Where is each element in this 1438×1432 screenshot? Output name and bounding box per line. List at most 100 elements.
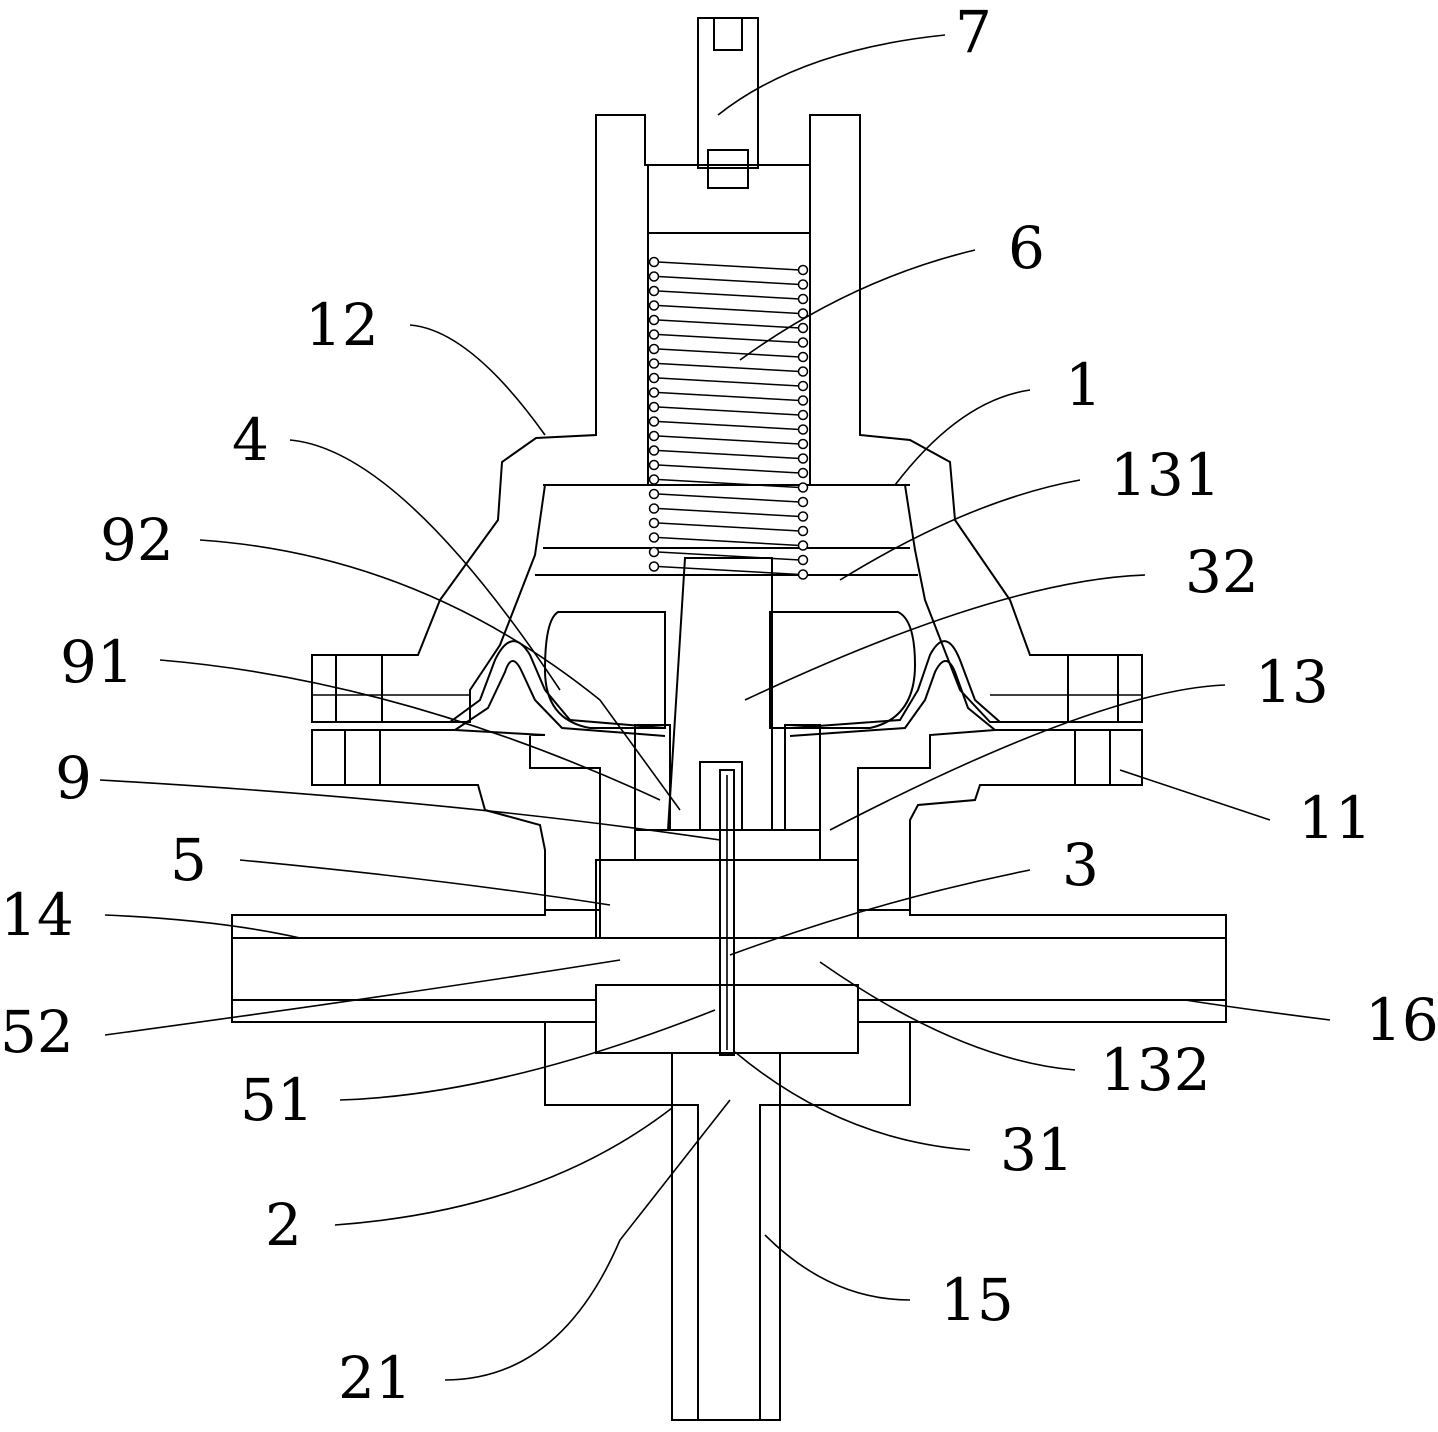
label-11: 11 [1298, 784, 1372, 852]
adjusting-plug [647, 164, 811, 234]
spring-coil-end [797, 496, 809, 508]
label-7: 7 [955, 0, 992, 66]
leader-lines [99, 34, 1331, 1381]
label-91: 91 [60, 628, 134, 696]
spring-coil-end [648, 329, 660, 340]
spring-coil-end [648, 387, 660, 398]
spring-coil-end [797, 264, 809, 276]
spring-coil-end [797, 424, 809, 435]
label-6: 6 [1008, 214, 1045, 282]
spring-coil-end [797, 366, 809, 377]
spring-coil [657, 261, 801, 271]
upper-housing-right-wall [809, 114, 1143, 723]
spring-coil [657, 304, 801, 315]
spring-coil-end [648, 416, 660, 427]
label-131: 131 [1110, 441, 1221, 509]
spring-coil-end [797, 569, 809, 580]
spring-coil-end [797, 525, 809, 537]
spring-coil-end [797, 351, 809, 363]
label-5: 5 [170, 826, 207, 894]
spring-coil-end [648, 474, 660, 485]
spring-coil-end [797, 395, 809, 406]
spring-coil [657, 435, 801, 445]
spring-coil [657, 348, 801, 358]
spring-coil-end [797, 293, 809, 305]
label-4: 4 [232, 406, 269, 474]
spring-coil-end [648, 314, 660, 326]
label-3: 3 [1062, 831, 1099, 899]
spring-coil-end [797, 438, 809, 450]
spring-coil [657, 522, 801, 532]
label-1: 1 [1065, 351, 1102, 419]
spring-coil-end [797, 322, 809, 334]
spring-coil-end [648, 561, 660, 572]
bolt-hole-right-upper [1067, 654, 1119, 723]
label-12: 12 [305, 291, 379, 359]
adjusting-screw [697, 17, 759, 189]
spring-coil [657, 319, 801, 329]
spring-coil-end [797, 308, 809, 319]
spring-coil-end [797, 540, 809, 551]
label-15: 15 [940, 1266, 1014, 1334]
horizontal-pipe [231, 909, 1227, 1023]
spring-coil [657, 333, 801, 344]
spring-coil-end [648, 517, 660, 529]
label-132: 132 [1100, 1036, 1211, 1104]
label-31: 31 [1000, 1116, 1074, 1184]
spring-coil [657, 377, 801, 387]
spring-coil-end [648, 445, 660, 456]
spring-coil [657, 362, 801, 373]
spring-coil-end [797, 409, 809, 421]
spring-coil-end [797, 337, 809, 348]
spring-coil-end [648, 546, 660, 558]
spring-coil-end [648, 358, 660, 369]
spring-coil-end [648, 271, 660, 282]
diaphragm-plate-left [543, 611, 666, 729]
label-16: 16 [1365, 986, 1438, 1054]
spring-coil-end [648, 256, 660, 268]
spring-coil [657, 478, 801, 489]
spring-coil-end [797, 554, 809, 566]
spring-coil-end [797, 482, 809, 493]
spring-coil-end [797, 380, 809, 392]
spring-coil-end [648, 503, 660, 514]
spring-coil-end [648, 459, 660, 471]
needle [719, 769, 735, 1056]
label-9: 9 [55, 744, 92, 812]
spring-coil-end [648, 372, 660, 384]
upper-housing [311, 114, 1143, 723]
spring-coil [657, 449, 801, 460]
diaphragm [312, 640, 1142, 737]
label-92: 92 [100, 506, 174, 574]
spring-coil-end [797, 453, 809, 464]
spring-coil-end [648, 285, 660, 297]
label-21: 21 [338, 1344, 412, 1412]
spring-coil-end [648, 488, 660, 500]
spring-coil [657, 565, 801, 576]
spring-coil [657, 493, 801, 503]
label-13: 13 [1255, 648, 1329, 716]
spring-coil-end [648, 532, 660, 543]
label-2: 2 [265, 1191, 302, 1259]
spring-coil [657, 507, 801, 518]
inlet-pipe [671, 1104, 781, 1421]
spring [648, 256, 809, 580]
spring-coil-end [797, 467, 809, 479]
spring-coil [657, 551, 801, 561]
spring-coil-end [648, 430, 660, 442]
spring-coil-end [797, 279, 809, 290]
spring-coil [657, 406, 801, 416]
label-51: 51 [240, 1066, 314, 1134]
label-52: 52 [0, 998, 74, 1066]
spring-coil [657, 464, 801, 474]
spring-coil-end [648, 343, 660, 355]
upper-housing-left-wall [311, 114, 649, 723]
spring-coil [657, 391, 801, 402]
spring-coil [657, 290, 801, 300]
spring-coil [657, 420, 801, 431]
label-32: 32 [1185, 538, 1259, 606]
label-14: 14 [0, 881, 74, 949]
